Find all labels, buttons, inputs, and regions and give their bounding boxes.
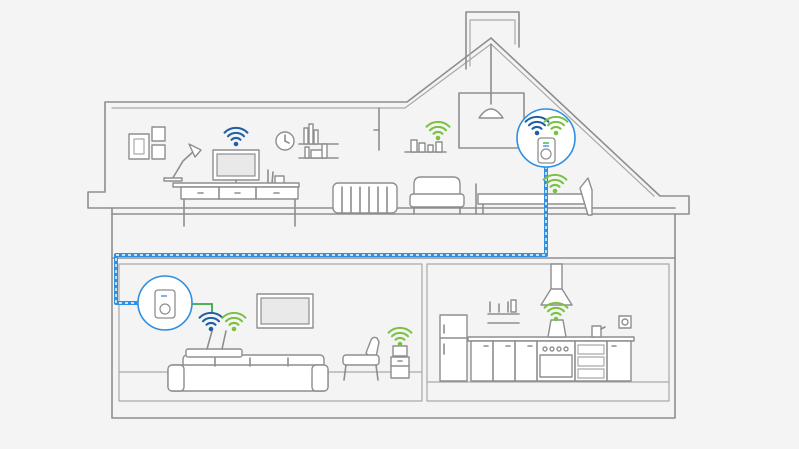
wifi-icon: [198, 311, 224, 332]
attic-wall-bracket: [373, 107, 380, 151]
wall-socket: [618, 315, 632, 329]
kettle: [591, 325, 606, 338]
wifi-icon: [223, 126, 249, 147]
radiator: [332, 182, 398, 214]
desk-lamp: [163, 143, 202, 182]
side-table: [390, 345, 410, 379]
wall-clock: [275, 131, 295, 151]
monitor: [212, 149, 260, 185]
ethernet-cable: [190, 303, 213, 313]
powerline-adapter-living: [137, 275, 193, 331]
picture-frames: [128, 126, 166, 160]
blender: [547, 319, 567, 338]
router: [185, 330, 243, 358]
upstairs-shelf: [404, 139, 447, 153]
desk-items: [267, 169, 285, 185]
book-shelf: [298, 123, 339, 159]
powerline-adapter-upstairs: [516, 108, 576, 168]
kitchen-counter: [467, 336, 635, 382]
powerline-wire: [114, 160, 548, 305]
desk: [172, 182, 300, 227]
armchair-living: [342, 336, 380, 381]
fridge: [439, 314, 468, 382]
sofa: [167, 354, 329, 392]
range-hood: [540, 263, 573, 306]
kitchen-shelf: [487, 299, 520, 324]
wifi-extended-icon: [221, 311, 247, 332]
bed: [475, 177, 593, 216]
wifi-extended-icon: [387, 326, 413, 347]
armchair-upstairs: [409, 176, 465, 215]
tv: [256, 293, 314, 329]
wifi-extended-icon: [425, 120, 451, 141]
